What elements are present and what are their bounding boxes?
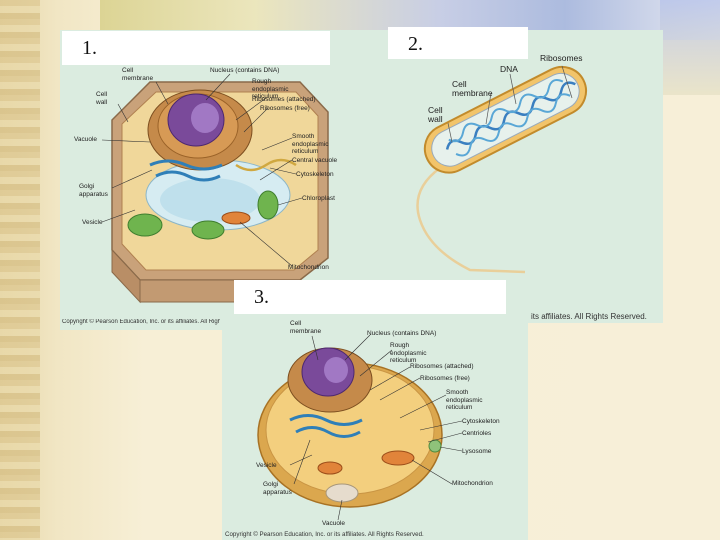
bacterium-label-cell-membrane: Cell membrane <box>452 79 493 98</box>
animal-label-mitochondrion: Mitochondrion <box>452 480 493 487</box>
plant-label-rough-er: Rough endoplasmic reticulum <box>252 78 289 100</box>
bacterium-panel <box>338 30 663 323</box>
caption-3: 3. <box>234 280 506 314</box>
animal-label-nucleus: Nucleus (contains DNA) <box>367 330 437 337</box>
animal-label-ribosomes-free: Ribosomes (free) <box>420 375 470 382</box>
plant-label-central-vacuole: Central vacuole <box>292 157 338 164</box>
animal-label-rough-er: Rough endoplasmic reticulum <box>390 342 427 364</box>
animal-label-ribosomes-attached: Ribosomes (attached) <box>410 363 474 370</box>
flower-banner-corner <box>660 0 720 95</box>
animal-label-lysosome: Lysosome <box>462 448 492 455</box>
plant-label-vesicle: Vesicle <box>82 219 103 226</box>
plant-label-mitochondrion: Mitochondrion <box>288 264 329 271</box>
plant-label-nucleus: Nucleus (contains DNA) <box>210 67 280 74</box>
bacterium-label-ribosomes: Ribosomes <box>540 53 583 63</box>
plant-cell-drawing <box>111 81 329 304</box>
bacterium-drawing <box>416 65 588 274</box>
plant-label-golgi: Golgi apparatus <box>79 183 108 198</box>
plant-label-ribosomes-free: Ribosomes (free) <box>260 105 310 112</box>
plant-label-cell-wall: Cell wall <box>96 91 108 106</box>
bacterium-label-dna: DNA <box>500 64 518 74</box>
plant-label-vacuole: Vacuole <box>74 136 98 143</box>
plant-label-ribosomes-attached: Ribosomes (attached) <box>252 96 316 103</box>
parchment-border <box>0 0 40 540</box>
animal-label-golgi: Golgi apparatus <box>263 481 292 496</box>
plant-label-chloroplast: Chloroplast <box>302 195 335 202</box>
animal-copyright: Copyright © Pearson Education, Inc. or i… <box>225 531 424 538</box>
plant-label-cell-membrane: Cell membrane <box>122 67 154 82</box>
animal-label-cell-membrane: Cell membrane <box>290 320 322 335</box>
plant-copyright: Copyright © Pearson Education, Inc. or i… <box>62 319 220 325</box>
caption-2: 2. <box>388 27 528 59</box>
bacterium-label-cell-wall: Cell wall <box>428 105 443 124</box>
animal-label-vesicle: Vesicle <box>256 462 277 469</box>
animal-label-vacuole: Vacuole <box>322 520 346 527</box>
bacterium-copyright: its affiliates. All Rights Reserved. <box>531 312 647 321</box>
animal-label-cytoskeleton: Cytoskeleton <box>462 418 500 425</box>
animal-label-smooth-er: Smooth endoplasmic reticulum <box>446 389 483 411</box>
caption-1: 1. <box>62 31 330 65</box>
plant-label-smooth-er: Smooth endoplasmic reticulum <box>292 133 329 155</box>
animal-cell-drawing <box>257 347 443 508</box>
plant-label-cytoskeleton: Cytoskeleton <box>296 171 334 178</box>
animal-label-centrioles: Centrioles <box>462 430 492 437</box>
